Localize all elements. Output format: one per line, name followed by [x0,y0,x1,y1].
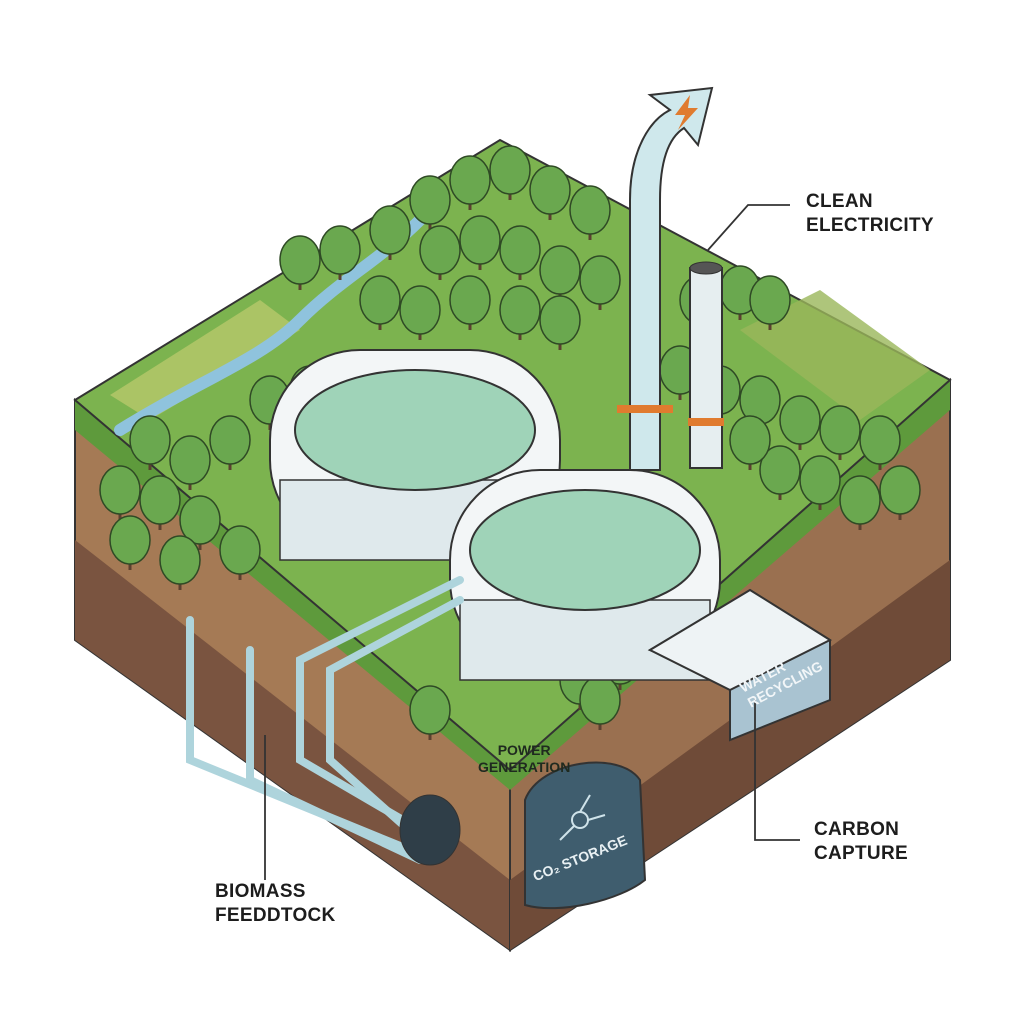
tree [579,675,621,725]
tree [459,215,501,265]
tree [839,475,881,525]
leader-lines [264,204,800,880]
tree [409,175,451,225]
tree [799,455,841,505]
lightning-icon [675,95,698,130]
label-line: POWER [497,742,551,758]
label-line: FEEDDTOCK [215,905,336,926]
river [114,214,426,436]
co2-storage-chamber [524,761,647,910]
label-line: BIOMASS [215,881,306,902]
tree [859,415,901,465]
tree [449,275,491,325]
chimney [689,267,723,469]
tree [539,295,581,345]
tree [369,205,411,255]
label-line: CAPTURE [814,843,908,864]
electricity-arrow-stack [629,86,714,471]
label-power-generation: POWER GENERATION [478,742,570,776]
tree [499,225,541,275]
label-clean-electricity: CLEAN ELECTRICITY [806,190,934,238]
tree [319,225,361,275]
crop-field-left [110,300,300,420]
tree [579,255,621,305]
label-line: CARBON [814,819,900,840]
tree [419,225,461,275]
grass-strip-left [75,400,510,790]
tree [399,285,441,335]
feedstock-pipes [186,576,464,864]
molecule-icon [559,794,606,841]
tree [489,145,531,195]
crop-field-right [740,290,930,420]
biomass-underground-chamber [399,794,461,866]
tree [819,405,861,455]
tree [159,535,201,585]
tree [529,165,571,215]
tree [99,465,141,515]
tree [209,415,251,465]
tree [129,415,171,465]
tree [139,475,181,525]
tree [169,435,211,485]
tree [539,245,581,295]
label-biomass-feedstock: BIOMASS FEEDDTOCK [215,880,336,928]
tree [449,155,491,205]
label-line: GENERATION [478,759,571,775]
tree [359,275,401,325]
label-line: CLEAN [806,191,873,212]
tree [279,235,321,285]
tree [749,275,791,325]
tree [569,185,611,235]
label-carbon-capture: CARBON CAPTURE [814,818,908,866]
tree [759,445,801,495]
tree [729,415,771,465]
tree [409,685,451,735]
tree [219,525,261,575]
tree [499,285,541,335]
tree [179,495,221,545]
label-line: ELECTRICITY [806,215,934,236]
tree [109,515,151,565]
tree [879,465,921,515]
tree [779,395,821,445]
